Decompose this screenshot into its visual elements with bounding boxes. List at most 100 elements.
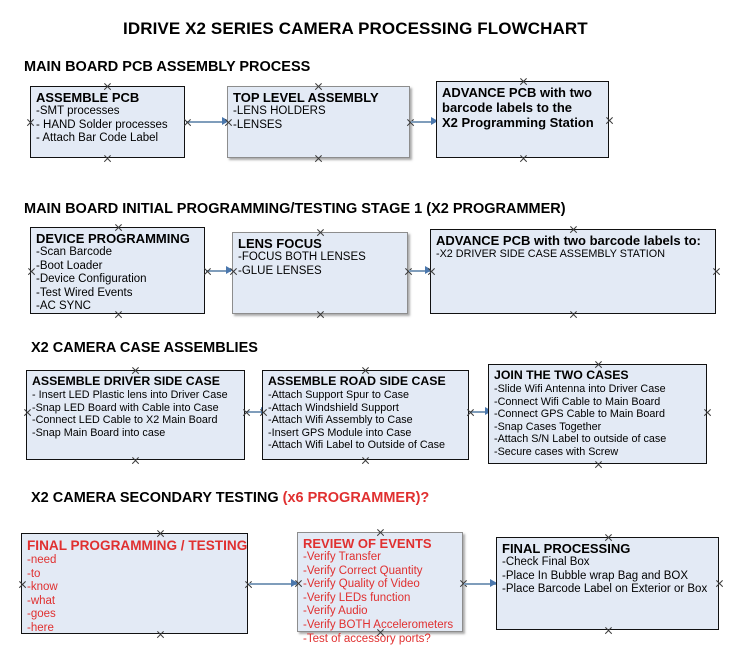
section-heading-text: X2 CAMERA SECONDARY TESTING bbox=[31, 490, 283, 506]
resize-handle-top[interactable] bbox=[103, 82, 112, 91]
resize-handle-bottom[interactable] bbox=[376, 628, 385, 637]
box-line: -Check Final Box bbox=[502, 556, 590, 568]
box-device-programming[interactable]: DEVICE PROGRAMMING -Scan Barcode -Boot L… bbox=[30, 227, 205, 314]
connector-handle-start[interactable] bbox=[203, 267, 212, 276]
resize-handle-right[interactable] bbox=[605, 116, 614, 125]
resize-handle-top[interactable] bbox=[114, 223, 123, 232]
resize-handle-bottom[interactable] bbox=[131, 456, 140, 465]
box-top-level-assembly[interactable]: TOP LEVEL ASSEMBLY -LENS HOLDERS -LENSES bbox=[227, 86, 410, 158]
box-line: -know bbox=[27, 581, 58, 594]
resize-handle-left[interactable] bbox=[259, 408, 268, 417]
box-final-processing[interactable]: FINAL PROCESSING -Check Final Box -Place… bbox=[496, 537, 719, 630]
box-line: barcode labels to the bbox=[442, 100, 573, 115]
box-advance-pcb-driver-case-station[interactable]: ADVANCE PCB with two barcode labels to: … bbox=[430, 229, 716, 314]
box-review-of-events[interactable]: REVIEW OF EVENTS -Verify Transfer -Verif… bbox=[297, 532, 463, 645]
resize-handle-left[interactable] bbox=[23, 408, 32, 417]
box-line: -FOCUS BOTH LENSES bbox=[238, 251, 366, 263]
resize-handle-bottom[interactable] bbox=[361, 456, 370, 465]
arrow-head-icon bbox=[490, 579, 497, 587]
resize-handle-top[interactable] bbox=[519, 77, 528, 86]
box-line: -Snap LED Board with Cable into Case bbox=[32, 401, 219, 414]
box-line: -AC SYNC bbox=[36, 300, 91, 313]
box-line: - HAND Solder processes bbox=[36, 118, 168, 131]
box-assemble-driver-side-case[interactable]: ASSEMBLE DRIVER SIDE CASE - Insert LED P… bbox=[26, 370, 245, 460]
box-line: -Slide Wifi Antenna into Driver Case bbox=[494, 383, 666, 395]
connector-line bbox=[206, 270, 231, 272]
box-line: -Snap Cases Together bbox=[494, 420, 602, 433]
resize-handle-left[interactable] bbox=[18, 580, 27, 589]
resize-handle-top[interactable] bbox=[316, 228, 325, 237]
resize-handle-left[interactable] bbox=[26, 118, 35, 127]
box-title: ADVANCE PCB with two bbox=[442, 85, 592, 100]
connector-line bbox=[411, 121, 435, 123]
connector-line bbox=[470, 411, 492, 413]
resize-handle-top[interactable] bbox=[131, 366, 140, 375]
box-line: -what bbox=[27, 594, 56, 607]
resize-handle-bottom[interactable] bbox=[604, 626, 613, 635]
resize-handle-right[interactable] bbox=[703, 408, 712, 417]
resize-handle-left[interactable] bbox=[229, 267, 238, 276]
connector-line bbox=[246, 411, 268, 413]
box-line: -to bbox=[27, 567, 41, 580]
box-line: -Verify Audio bbox=[303, 605, 368, 618]
box-line: -Attach Windshield Support bbox=[268, 401, 399, 414]
page-title: IDRIVE X2 SERIES CAMERA PROCESSING FLOWC… bbox=[123, 19, 588, 38]
box-line: -Verify Quality of Video bbox=[303, 578, 420, 591]
box-line: -Place In Bubble wrap Bag and BOX bbox=[502, 569, 689, 582]
box-lens-focus[interactable]: LENS FOCUS -FOCUS BOTH LENSES -GLUE LENS… bbox=[232, 232, 408, 314]
box-line: -Place Barcode Label on Exterior or Box bbox=[502, 583, 708, 596]
box-assemble-road-side-case[interactable]: ASSEMBLE ROAD SIDE CASE -Attach Support … bbox=[262, 370, 469, 460]
resize-handle-top[interactable] bbox=[314, 82, 323, 91]
resize-handle-bottom[interactable] bbox=[316, 310, 325, 319]
box-line: -Verify LEDs function bbox=[303, 591, 411, 604]
box-line: -Verify Transfer bbox=[303, 551, 381, 563]
box-line: - Insert LED Plastic lens into Driver Ca… bbox=[32, 389, 228, 401]
box-line: -Secure cases with Screw bbox=[494, 445, 619, 458]
box-line: X2 Programming Station bbox=[442, 115, 594, 130]
box-join-the-two-cases[interactable]: JOIN THE TWO CASES -Slide Wifi Antenna i… bbox=[488, 364, 707, 464]
resize-handle-bottom[interactable] bbox=[103, 154, 112, 163]
arrow-head-icon bbox=[431, 117, 438, 125]
resize-handle-left[interactable] bbox=[27, 267, 36, 276]
resize-handle-left[interactable] bbox=[427, 267, 436, 276]
box-line: -goes bbox=[27, 608, 56, 621]
box-line: -LENSES bbox=[233, 118, 283, 131]
box-advance-pcb-programming-station[interactable]: ADVANCE PCB with two barcode labels to t… bbox=[436, 81, 609, 158]
resize-handle-bottom[interactable] bbox=[569, 310, 578, 319]
resize-handle-top[interactable] bbox=[594, 360, 603, 369]
box-line: -Insert GPS Module into Case bbox=[268, 426, 412, 439]
section-heading-x2-camera-case-assemblies: X2 CAMERA CASE ASSEMBLIES bbox=[31, 340, 258, 356]
box-title: FINAL PROGRAMMING / TESTING bbox=[27, 538, 248, 553]
box-line: -Verify BOTH Accelerometers bbox=[303, 618, 454, 631]
resize-handle-top[interactable] bbox=[361, 366, 370, 375]
connector-line bbox=[409, 270, 430, 272]
resize-handle-bottom[interactable] bbox=[519, 154, 528, 163]
connector-handle-start[interactable] bbox=[466, 408, 475, 417]
box-line: -Attach Wifi Label to Outside of Case bbox=[268, 439, 446, 452]
box-assemble-pcb[interactable]: ASSEMBLE PCB -SMT processes - HAND Solde… bbox=[30, 86, 185, 158]
box-line: -LENS HOLDERS bbox=[233, 105, 326, 117]
resize-handle-top[interactable] bbox=[376, 528, 385, 537]
resize-handle-top[interactable] bbox=[569, 225, 578, 234]
resize-handle-top[interactable] bbox=[156, 529, 165, 538]
resize-handle-bottom[interactable] bbox=[594, 460, 603, 469]
connector-line bbox=[464, 583, 496, 585]
resize-handle-left[interactable] bbox=[294, 579, 303, 588]
resize-handle-right[interactable] bbox=[712, 267, 721, 276]
resize-handle-left[interactable] bbox=[224, 118, 233, 127]
resize-handle-bottom[interactable] bbox=[156, 630, 165, 639]
connector-line bbox=[186, 121, 226, 123]
box-title: REVIEW OF EVENTS bbox=[303, 536, 432, 551]
box-line: -Connect LED Cable to X2 Main Board bbox=[32, 414, 218, 427]
resize-handle-top[interactable] bbox=[604, 533, 613, 542]
resize-handle-bottom[interactable] bbox=[114, 310, 123, 319]
section-heading-accent: (x6 PROGRAMMER)? bbox=[282, 490, 430, 506]
connector-handle-start[interactable] bbox=[183, 118, 192, 127]
resize-handle-bottom[interactable] bbox=[314, 154, 323, 163]
box-line: -Attach Support Spur to Case bbox=[268, 389, 410, 401]
box-title: ASSEMBLE PCB bbox=[36, 90, 140, 105]
resize-handle-right[interactable] bbox=[715, 579, 724, 588]
connector-handle-start[interactable] bbox=[242, 408, 251, 417]
box-final-programming-testing[interactable]: FINAL PROGRAMMING / TESTING -need -to -k… bbox=[21, 533, 248, 634]
box-line: -X2 DRIVER SIDE CASE ASSEMBLY STATION bbox=[436, 248, 665, 260]
